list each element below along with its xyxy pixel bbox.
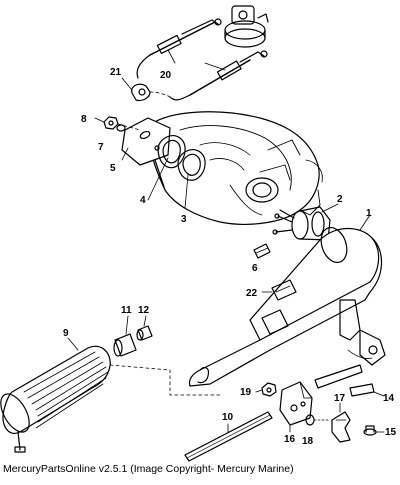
- callout-4: 4: [140, 195, 146, 206]
- friction-knob: [331, 411, 351, 443]
- callout-10: 10: [222, 412, 234, 423]
- copyright-caption: MercuryPartsOnline v2.5.1 (Image Copyrig…: [3, 463, 294, 475]
- callout-16: 16: [284, 434, 296, 445]
- callout-1: 1: [366, 208, 372, 219]
- callout-14: 14: [383, 393, 395, 404]
- shift-cable-upper: [136, 18, 222, 79]
- twist-grip: [0, 345, 111, 434]
- gasket-4: [157, 135, 186, 169]
- callout-12: 12: [138, 305, 150, 316]
- callout-18: 18: [302, 436, 314, 447]
- switch-assembly: [272, 206, 331, 241]
- friction-block: [279, 381, 313, 426]
- nut-19: [261, 382, 277, 397]
- mounting-plate: [121, 117, 171, 166]
- callout-17: 17: [334, 393, 346, 404]
- callout-9: 9: [63, 328, 69, 339]
- cable-clip: [131, 83, 176, 102]
- callout-21: 21: [110, 67, 122, 78]
- callout-19: 19: [240, 387, 252, 398]
- callout-15: 15: [385, 427, 397, 438]
- grip-screw: [14, 431, 26, 453]
- throttle-shaft: [184, 411, 273, 462]
- callout-20: 20: [160, 70, 172, 81]
- callout-3: 3: [181, 214, 187, 225]
- bushing-11: [113, 333, 137, 357]
- shift-cable-lower: [169, 50, 268, 101]
- nut: [103, 116, 119, 130]
- callout-2: 2: [337, 194, 343, 205]
- callout-22: 22: [246, 288, 258, 299]
- gasket-3: [177, 149, 206, 181]
- screw-15: [363, 425, 377, 436]
- callout-11: 11: [121, 305, 132, 316]
- tab: [349, 383, 375, 397]
- gear-cluster: [224, 5, 269, 48]
- screw-6: [253, 243, 271, 259]
- bushing-12: [136, 325, 153, 341]
- retainer: [271, 279, 297, 301]
- callout-8: 8: [81, 114, 87, 125]
- steering-bracket-housing: [149, 111, 323, 225]
- callout-6: 6: [252, 263, 258, 274]
- callout-5: 5: [110, 163, 116, 174]
- callout-labels: 1 2 3 4 5 6 7 8 9 10 11 12 14 15 16 17 1…: [63, 67, 397, 447]
- tiller-handle: [188, 226, 386, 389]
- callout-7: 7: [98, 142, 104, 153]
- washer-18: [305, 414, 331, 426]
